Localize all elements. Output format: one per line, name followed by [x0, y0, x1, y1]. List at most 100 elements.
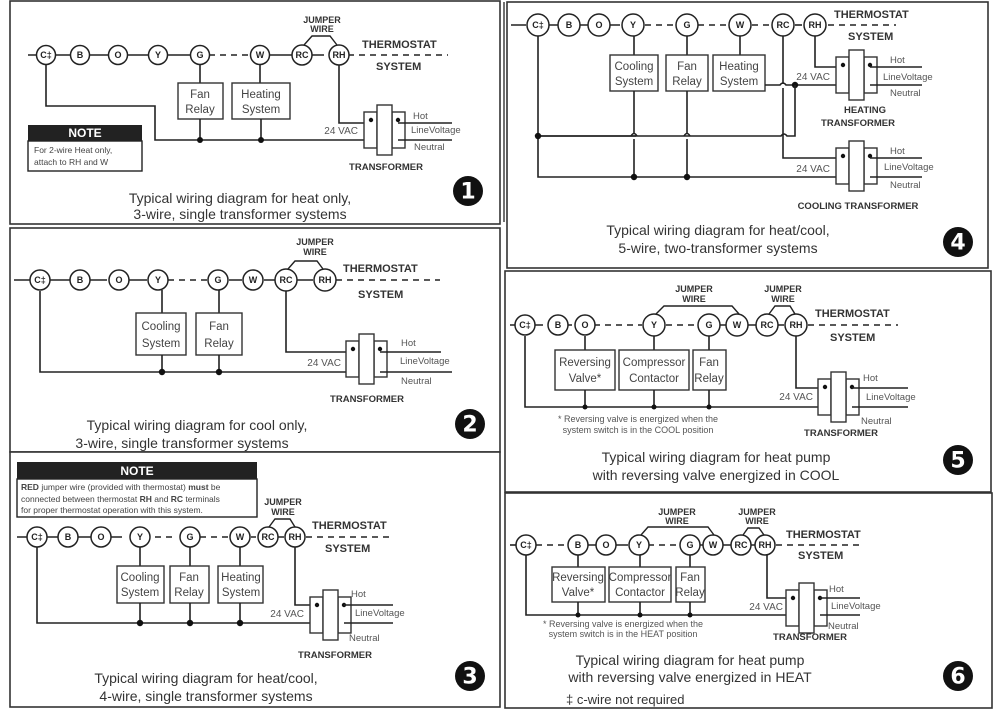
terminal-c-label: C‡ [532, 20, 544, 30]
terminal-w-label: W [736, 20, 745, 30]
terminal-c-label: C‡ [34, 275, 46, 285]
terminal-g-label: G [214, 275, 221, 285]
jumper-wire [303, 35, 338, 46]
panel-number-badge [455, 661, 485, 691]
box-label: Contactor [615, 587, 665, 599]
box-label: System [142, 338, 180, 350]
panel-caption: 3-wire, single transformer systems [133, 206, 346, 222]
panel-2-cool-only: C‡ B O Y G W RC RH JUMPER WIRE THERMOSTA… [9, 227, 501, 453]
terminal-rc [291, 44, 313, 66]
line-voltage-label: LineVoltage [831, 601, 881, 612]
neutral-label: Neutral [861, 416, 892, 427]
system-label: SYSTEM [376, 61, 421, 73]
box-label: Compressor [623, 357, 686, 369]
box-label: Cooling [615, 61, 654, 73]
neutral-label: Neutral [890, 180, 921, 191]
panel-number-badge [943, 661, 973, 691]
note-text: connected between thermostat RH and RC t… [21, 494, 220, 504]
terminal-c [514, 314, 536, 336]
reversing-valve-box [554, 349, 616, 391]
footnote: system switch is in the COOL position [563, 425, 714, 435]
vac-label: 24 VAC [307, 358, 341, 369]
panel-number-badge [943, 445, 973, 475]
panel-number: 1 [460, 180, 475, 205]
terminal-y [628, 534, 650, 556]
vac-label: 24 VAC [749, 602, 783, 613]
terminal-c-label: C‡ [520, 540, 532, 550]
panel-number: 4 [950, 231, 965, 256]
panel-number-badge [453, 176, 483, 206]
footnote: * Reversing valve is energized when the [543, 619, 703, 629]
terminal-rh-label: RH [759, 540, 772, 550]
hot-label: Hot [413, 111, 428, 122]
box-label: Valve* [569, 373, 602, 385]
terminal-rc-label: RC [777, 20, 790, 30]
terminal-b [69, 269, 91, 291]
terminal-rh-label: RH [333, 50, 346, 60]
box-label: Heating [719, 61, 759, 73]
box-label: Fan [190, 89, 210, 101]
terminal-y [147, 44, 169, 66]
vac-label: 24 VAC [796, 72, 830, 83]
terminal-g [207, 269, 229, 291]
terminal-rh-label: RH [790, 320, 803, 330]
thermostat-label: THERMOSTAT [815, 308, 890, 320]
terminal-c-label: C‡ [31, 532, 43, 542]
jumper-wire [287, 260, 324, 270]
c-wire-legend: ‡ c-wire not required [566, 692, 685, 707]
line-voltage-label: LineVoltage [883, 72, 933, 83]
thermostat-label: THERMOSTAT [834, 9, 909, 21]
note-title: NOTE [120, 464, 153, 478]
terminal-b-label: B [65, 532, 72, 542]
box-label: System [121, 587, 159, 599]
vac-label: 24 VAC [796, 164, 830, 175]
terminal-w-label: W [249, 275, 258, 285]
terminal-o [90, 526, 112, 548]
box-label: Cooling [142, 321, 181, 333]
box-label: Fan [680, 572, 700, 584]
note-text: for proper thermostat operation with thi… [21, 505, 203, 515]
terminal-y-label: Y [651, 320, 657, 330]
terminal-b [547, 314, 569, 336]
terminal-w-label: W [256, 50, 265, 60]
box-label: Fan [677, 61, 697, 73]
note-text: For 2-wire Heat only, [34, 145, 112, 155]
fan-relay-box [195, 312, 243, 356]
transformer-label: TRANSFORMER [773, 632, 847, 643]
line-voltage-label: LineVoltage [866, 392, 916, 403]
panel-5-heat-pump-cool: C‡ B O Y G W RC RH JUMPER WIRE JUMPER WI… [504, 270, 992, 493]
jumper-label: WIRE [745, 516, 769, 526]
thermostat-label: THERMOSTAT [343, 263, 418, 275]
box-label: Relay [185, 104, 215, 116]
jumper-label: JUMPER [303, 15, 341, 25]
panel-caption: with reversing valve energized in HEAT [567, 669, 812, 685]
terminal-c-label: C‡ [519, 320, 531, 330]
jumper-label: WIRE [303, 247, 327, 257]
jumper-wire [768, 305, 796, 315]
box-label: System [242, 104, 280, 116]
hot-label: Hot [890, 55, 905, 66]
terminal-w [702, 534, 724, 556]
vac-label: 24 VAC [324, 126, 358, 137]
box-label: Relay [204, 338, 234, 350]
panel-number-badge [455, 409, 485, 439]
hot-label: Hot [863, 373, 878, 384]
terminal-b-label: B [555, 320, 562, 330]
terminal-w-label: W [733, 320, 742, 330]
jumper-label: JUMPER [296, 237, 334, 247]
jumper-wire [742, 527, 765, 536]
terminal-g-label: G [186, 532, 193, 542]
box-label: Relay [174, 587, 204, 599]
terminal-b [57, 526, 79, 548]
terminal-w [242, 269, 264, 291]
terminal-b [69, 44, 91, 66]
terminal-o-label: O [97, 532, 104, 542]
terminal-b-label: B [575, 540, 582, 550]
vac-label: 24 VAC [270, 609, 304, 620]
panel-2-border [9, 227, 501, 453]
panel-caption: Typical wiring diagram for heat/cool, [94, 670, 317, 686]
neutral-label: Neutral [401, 376, 432, 387]
box-label: Reversing [559, 357, 611, 369]
terminal-b-label: B [77, 50, 84, 60]
